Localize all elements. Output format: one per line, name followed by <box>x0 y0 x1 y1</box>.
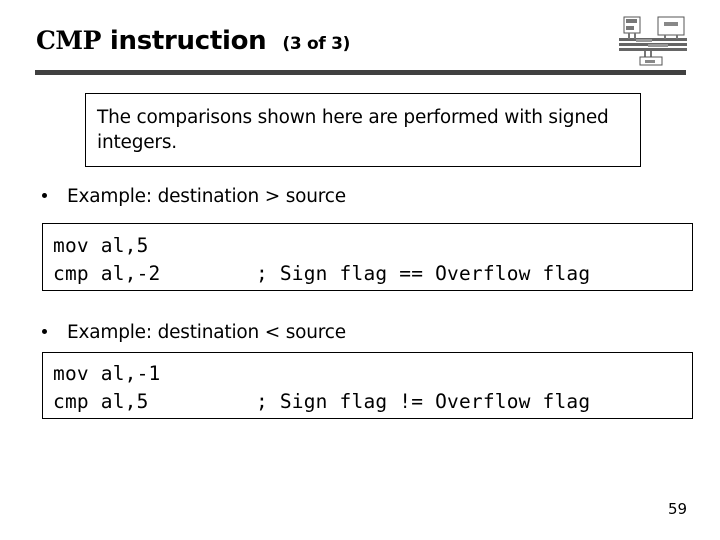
bullet-item-destination-less: Example: destination < source <box>42 322 346 343</box>
title-part-indicator: (3 of 3) <box>282 34 351 54</box>
bullet-dot-icon <box>42 329 47 334</box>
signed-integers-callout: The comparisons shown here are performed… <box>85 93 641 167</box>
title-main-text: instruction <box>109 26 267 56</box>
code-block-less: mov al,-1 cmp al,5 ; Sign flag != Overfl… <box>42 352 693 419</box>
code-line: cmp al,-2 ; Sign flag == Overflow flag <box>53 262 591 285</box>
bullet-dot-icon <box>42 193 47 198</box>
title-mnemonic: CMP <box>36 26 101 55</box>
bullet-item-destination-greater: Example: destination > source <box>42 186 346 207</box>
code-line: mov al,5 <box>53 234 149 257</box>
callout-text: The comparisons shown here are performed… <box>97 107 609 153</box>
code-line: cmp al,5 ; Sign flag != Overflow flag <box>53 390 591 413</box>
title-divider-rule <box>35 70 686 75</box>
code-block-greater: mov al,5 cmp al,-2 ; Sign flag == Overfl… <box>42 223 693 291</box>
page-number: 59 <box>668 500 688 518</box>
bullet-label: Example: destination < source <box>67 322 346 343</box>
page-title: CMP instruction (3 of 3) <box>36 26 636 66</box>
bullet-label: Example: destination > source <box>67 186 346 207</box>
system-block-diagram-logo <box>618 14 690 66</box>
code-line: mov al,-1 <box>53 362 161 385</box>
